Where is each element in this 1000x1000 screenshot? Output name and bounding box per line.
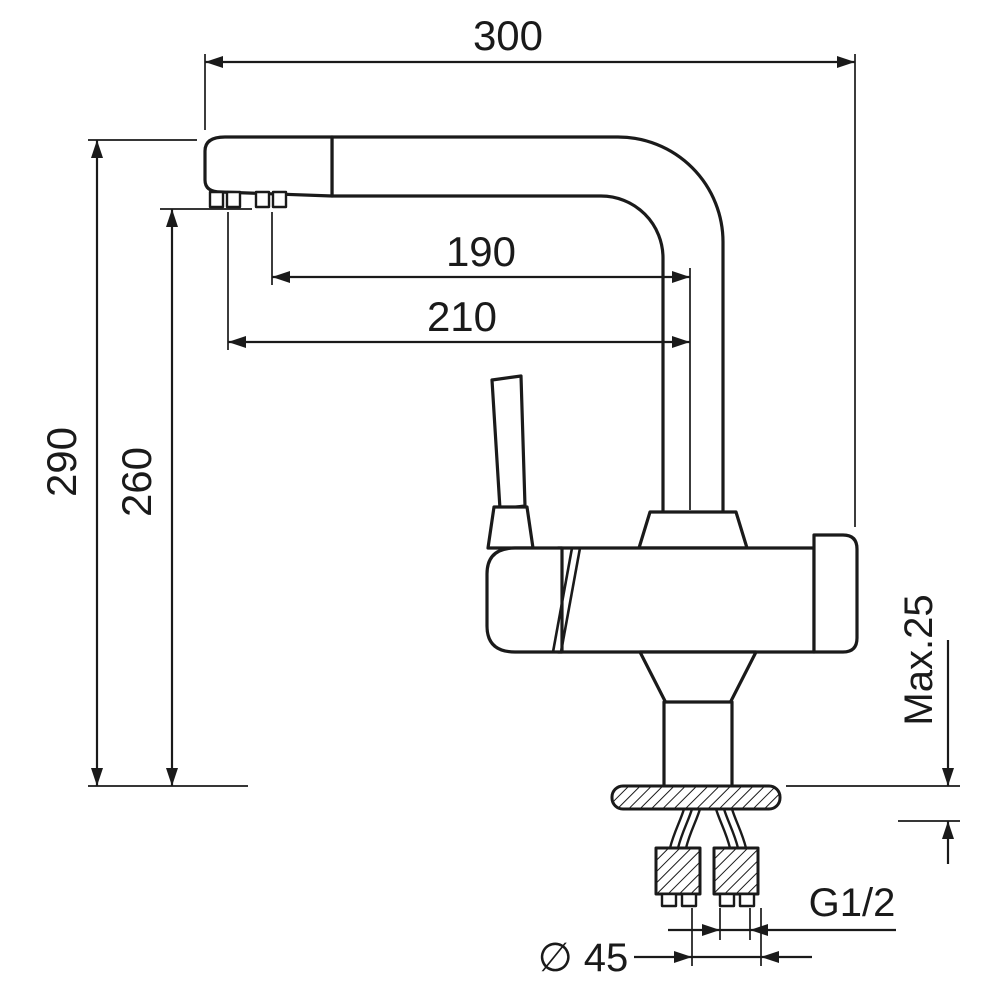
hose-connector-right [712,846,760,896]
dim-210-label: 210 [427,293,497,340]
spout-head [203,135,334,198]
dim-190-label: 190 [446,228,516,275]
body-seam-1 [551,547,574,653]
dim-290-label: 290 [38,427,85,497]
supply-hoses [668,807,748,850]
dim-g12-label: G1/2 [809,881,896,925]
dim-overall-width: 300 [204,12,856,527]
dim-max-panel-thickness: Max.25 [786,594,960,864]
lever-handle [490,374,527,511]
dim-hole-diameter: ∅ 45 [538,908,812,980]
dim-reach-outer: 210 [227,212,690,350]
dim-height-total: 290 [38,139,248,787]
body-right-cap [812,533,859,654]
hose-connector-left [654,846,702,896]
mounting-flange [610,784,782,811]
dim-d45-label: ∅ 45 [538,936,628,980]
dim-260-label: 260 [113,447,160,517]
dim-height-spout: 260 [113,208,252,786]
body-left-piece [485,546,564,654]
aerator-outlets [208,190,288,209]
faucet-outline [203,135,859,908]
pipe-collar [637,510,749,550]
body-main [556,546,816,654]
dim-thread: G1/2 [668,881,896,940]
dim-reach-inner: 190 [271,212,691,510]
connector-ends [660,892,756,908]
body-cone [638,650,758,705]
dim-300-label: 300 [473,12,543,59]
dim-max25-label: Max.25 [897,594,941,725]
spout-tube [330,135,725,522]
handle-base [486,505,535,550]
mounting-shank [662,700,734,790]
body-seam-2 [559,547,582,653]
